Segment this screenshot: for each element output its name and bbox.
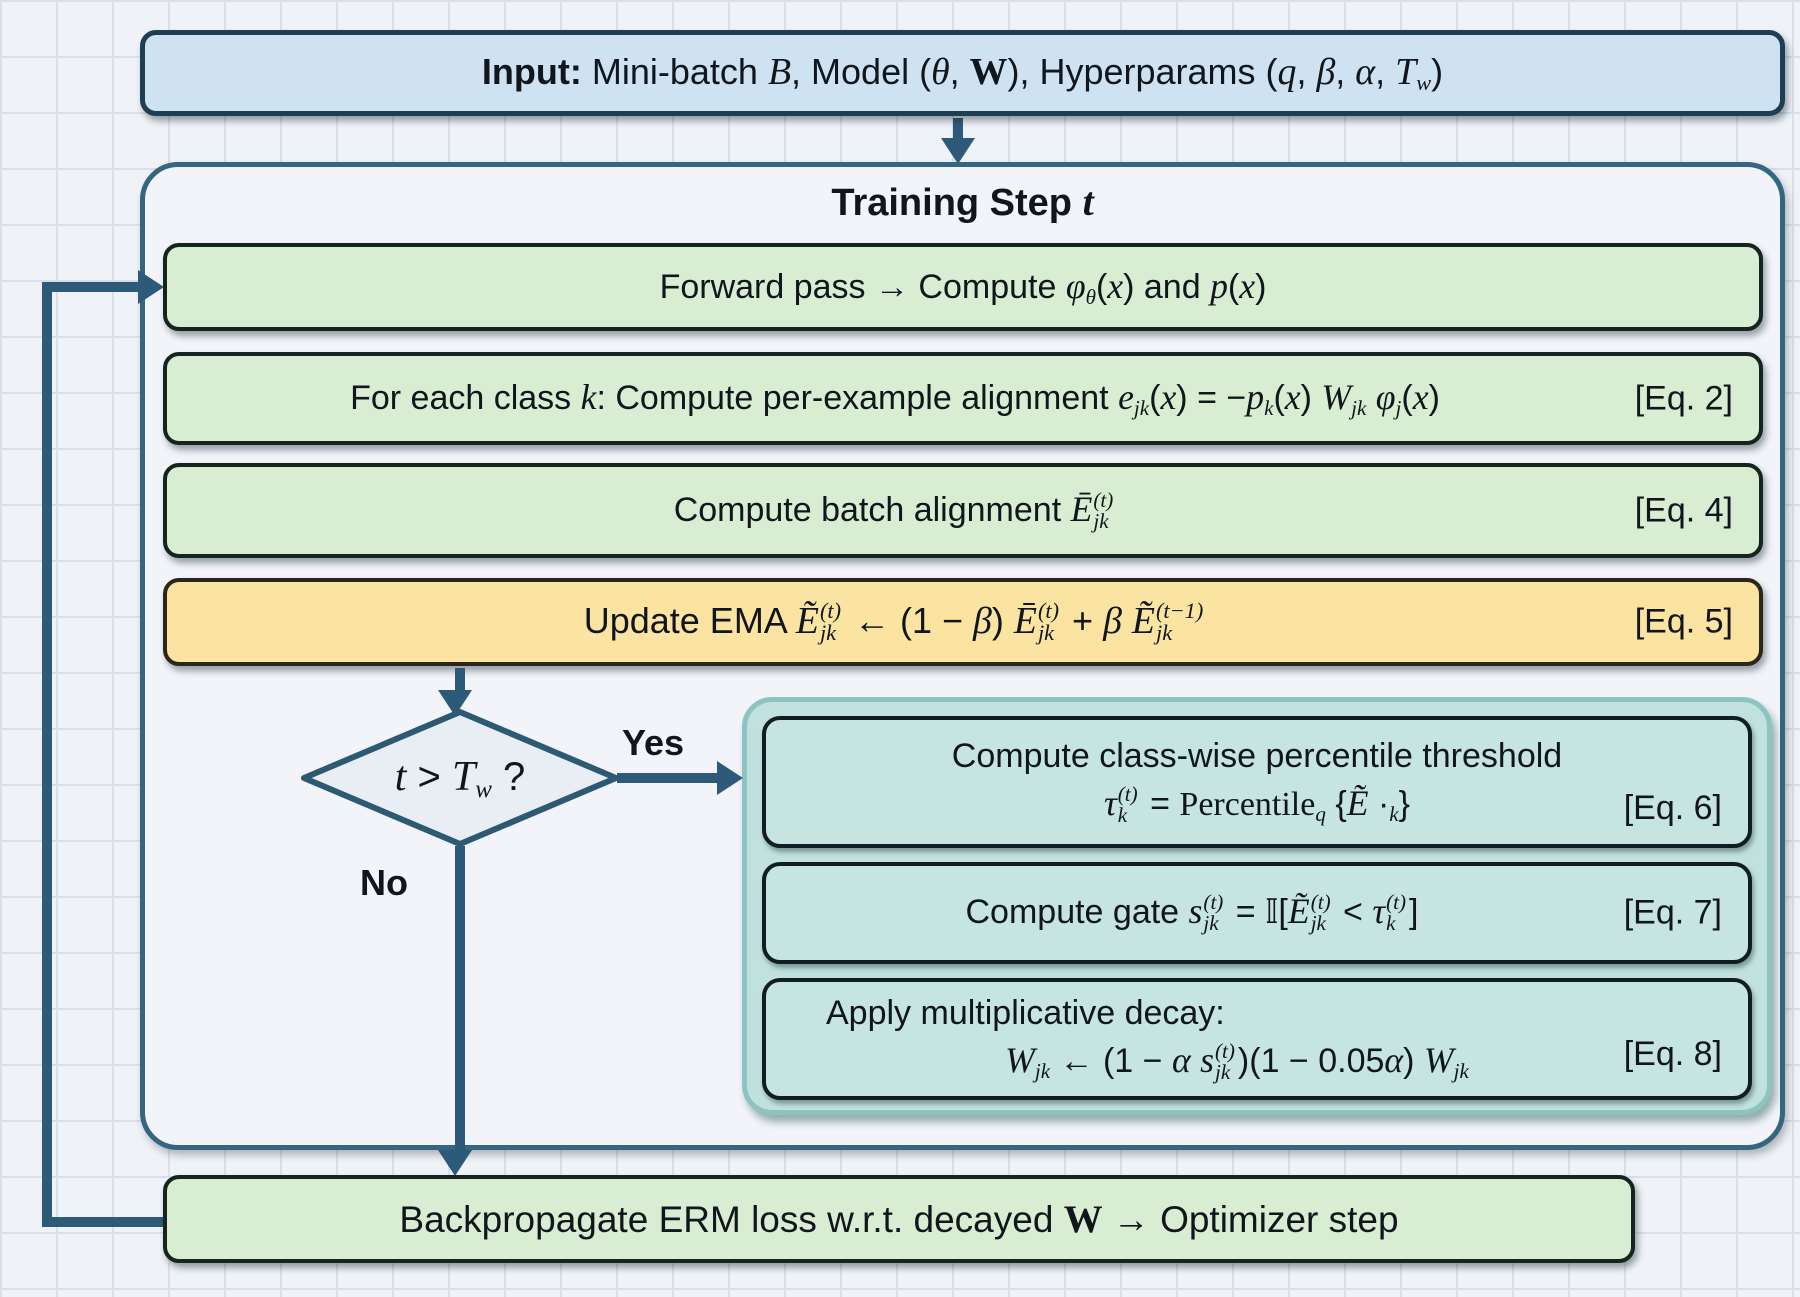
gate-box-compute-gate: Compute gate s(t)jk = 𝕀[Ẽ(t)jk < τ(t)k] … [762, 862, 1752, 964]
decision-diamond: t > Tw ? [300, 708, 620, 848]
output-text: Backpropagate ERM loss w.r.t. decayed W … [399, 1197, 1399, 1241]
step-batch-alignment: Compute batch alignment Ē(t)jk [Eq. 4] [163, 463, 1763, 558]
eq-label: [Eq. 5] [1634, 602, 1733, 641]
arrow-down-icon [438, 1150, 472, 1176]
yes-label: Yes [622, 722, 685, 763]
container-title: Training Step t [140, 176, 1785, 226]
no-label: No [360, 862, 408, 903]
gate-box-line2: τ(t)k = Percentileq {Ẽ ·k} [1103, 781, 1411, 827]
eq-label: [Eq. 8] [1623, 1035, 1722, 1073]
gate-box-multiplicative-decay: Apply multiplicative decay: Wjk ← (1 − α… [762, 978, 1752, 1100]
input-box: Input: Mini-batch B, Model (θ, W), Hyper… [140, 30, 1785, 116]
loop-arrow-top-line [42, 282, 140, 292]
loop-arrow-vertical-line [42, 282, 52, 1227]
no-arrow-line [455, 846, 465, 1154]
arrow-right-icon [138, 270, 164, 304]
arrow-line [953, 118, 963, 140]
gate-box-line2: Compute gate s(t)jk = 𝕀[Ẽ(t)jk < τ(t)k] [965, 890, 1419, 936]
gate-box-line2: Wjk ← (1 − α s(t)jk)(1 − 0.05α) Wjk [1005, 1038, 1469, 1084]
arrow-right-icon [717, 761, 743, 795]
arrow-down-icon [941, 138, 975, 164]
decision-question: t > Tw ? [394, 753, 526, 803]
step-update-ema: Update EMA Ẽ(t)jk ← (1 − β) Ē(t)jk + β Ẽ… [163, 578, 1763, 666]
eq-label: [Eq. 6] [1623, 789, 1722, 827]
input-text: Input: Mini-batch B, Model (θ, W), Hyper… [481, 50, 1444, 96]
gate-box-line1: Compute class-wise percentile threshold [951, 736, 1563, 775]
gate-box-line1: Apply multiplicative decay: [826, 993, 1225, 1032]
eq-label: [Eq. 7] [1623, 893, 1722, 932]
container-title-text: Training Step t [831, 178, 1094, 224]
eq-label: [Eq. 2] [1634, 379, 1733, 417]
arrow-line [455, 668, 465, 692]
step-per-example-alignment: For each class k: Compute per-example al… [163, 352, 1763, 445]
eq-label: [Eq. 4] [1634, 491, 1733, 529]
step-forward-pass: Forward pass → Compute φθ(x) and p(x) [163, 243, 1763, 331]
loop-arrow-bottom-line [42, 1217, 167, 1227]
step-text: Update EMA Ẽ(t)jk ← (1 − β) Ē(t)jk + β Ẽ… [583, 597, 1204, 645]
gate-box-percentile-threshold: Compute class-wise percentile threshold … [762, 716, 1752, 848]
step-text: Forward pass → Compute φθ(x) and p(x) [659, 265, 1267, 309]
step-text: Compute batch alignment Ē(t)jk [673, 487, 1114, 533]
step-text: For each class k: Compute per-example al… [350, 377, 1440, 420]
output-box: Backpropagate ERM loss w.r.t. decayed W … [163, 1175, 1635, 1263]
diamond-shape-icon [301, 709, 619, 847]
yes-arrow-line [617, 773, 719, 783]
